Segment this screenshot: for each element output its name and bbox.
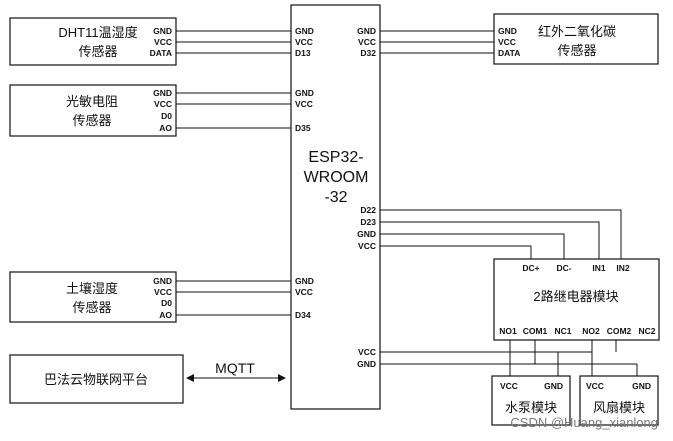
- chip-pin-vcc: VCC: [295, 37, 313, 47]
- relay-pin-in2: IN2: [616, 263, 630, 273]
- relay-pin-com2: COM2: [607, 326, 632, 336]
- chip-pin-d22: D22: [360, 205, 376, 215]
- soil-sensor-pin-vcc: VCC: [154, 287, 172, 297]
- light-sensor-module: 光敏电阻 传感器 GND VCC D0 AO: [9, 84, 177, 137]
- soil-sensor-module: 土壤湿度 传感器 GND VCC D0 AO: [9, 271, 177, 323]
- co2-sensor-pin-gnd: GND: [498, 26, 517, 36]
- fan-pin-vcc: VCC: [586, 381, 604, 391]
- fan-pin-gnd: GND: [632, 381, 651, 391]
- dht11-sensor-module: DHT11温湿度 传感器 GND VCC DATA: [9, 17, 177, 66]
- chip-pin-gnd: GND: [357, 359, 376, 369]
- light-sensor-box: [9, 84, 177, 137]
- soil-sensor-box: [9, 271, 177, 323]
- relay-pin-no1: NO1: [499, 326, 517, 336]
- chip-pin-vcc: VCC: [358, 347, 376, 357]
- soil-sensor-pin-ao: AO: [159, 310, 172, 320]
- co2-sensor-pin-vcc: VCC: [498, 37, 516, 47]
- chip-pin-vcc: VCC: [295, 287, 313, 297]
- light-sensor-label-line2: 传感器: [72, 113, 111, 128]
- wires: [176, 30, 638, 382]
- chip-pin-d32: D32: [360, 48, 376, 58]
- co2-sensor-box: [493, 13, 659, 65]
- chip-pin-gnd: GND: [357, 229, 376, 239]
- soil-sensor-pin-d0: D0: [161, 298, 172, 308]
- light-sensor-pin-ao: AO: [159, 123, 172, 133]
- cloud-platform-box: [9, 354, 184, 404]
- light-sensor-pin-vcc: VCC: [154, 99, 172, 109]
- chip-pin-d13: D13: [295, 48, 311, 58]
- dht11-pin-gnd: GND: [153, 26, 172, 36]
- fan-box: [579, 375, 659, 426]
- wire-relay-dcplus: [380, 245, 532, 259]
- pump-module: VCC GND 水泵模块: [491, 375, 571, 426]
- watermark: CSDN @Huang_xianlong: [510, 415, 658, 430]
- chip-pin-vcc: VCC: [358, 37, 376, 47]
- esp32-module: ESP32- WROOM -32 GND VCC D13 GND VCC D35…: [290, 4, 381, 410]
- mqtt-label: MQTT: [215, 360, 255, 376]
- relay-label: 2路继电器模块: [533, 289, 618, 304]
- esp32-body: [290, 4, 381, 410]
- fan-module: VCC GND 风扇模块: [579, 375, 659, 426]
- relay-module: DC+ DC- IN1 IN2 2路继电器模块 NO1 COM1 NC1 NO2…: [493, 258, 660, 341]
- light-sensor-pin-d0: D0: [161, 111, 172, 121]
- esp32-label-line3: -32: [324, 189, 347, 206]
- fan-label: 风扇模块: [593, 400, 645, 415]
- relay-box: [493, 258, 660, 341]
- esp32-label-line2: WROOM: [304, 169, 369, 186]
- dht11-pin-vcc: VCC: [154, 37, 172, 47]
- cloud-platform-label: 巴法云物联网平台: [44, 372, 148, 387]
- co2-sensor-module: GND VCC DATA 红外二氧化碳 传感器: [493, 13, 659, 65]
- wire-relay-dcminus: [380, 233, 565, 259]
- chip-pin-vcc: VCC: [295, 99, 313, 109]
- chip-pin-gnd: GND: [295, 276, 314, 286]
- pump-pin-gnd: GND: [544, 381, 563, 391]
- pump-label: 水泵模块: [505, 400, 557, 415]
- light-sensor-label-line1: 光敏电阻: [66, 94, 118, 109]
- co2-sensor-pin-data: DATA: [498, 48, 520, 58]
- co2-sensor-label-line2: 传感器: [557, 43, 596, 58]
- chip-pin-gnd: GND: [357, 26, 376, 36]
- relay-pin-dcminus: DC-: [556, 263, 571, 273]
- relay-pin-no2: NO2: [582, 326, 600, 336]
- wire-relay-in2: [380, 209, 622, 259]
- dht11-pin-data: DATA: [150, 48, 172, 58]
- dht11-label-line1: DHT11温湿度: [58, 25, 137, 40]
- relay-pin-in1: IN1: [592, 263, 606, 273]
- pump-pin-vcc: VCC: [500, 381, 518, 391]
- dht11-label-line2: 传感器: [78, 44, 117, 59]
- relay-pin-dcplus: DC+: [522, 263, 539, 273]
- relay-pin-nc1: NC1: [554, 326, 571, 336]
- soil-sensor-label-line1: 土壤湿度: [66, 281, 118, 296]
- light-sensor-pin-gnd: GND: [153, 88, 172, 98]
- chip-pin-gnd: GND: [295, 26, 314, 36]
- soil-sensor-pin-gnd: GND: [153, 276, 172, 286]
- chip-pin-d35: D35: [295, 123, 311, 133]
- esp32-label-line1: ESP32-: [308, 149, 363, 166]
- relay-pin-com1: COM1: [523, 326, 548, 336]
- pump-box: [491, 375, 571, 426]
- co2-sensor-label-line1: 红外二氧化碳: [538, 24, 616, 39]
- soil-sensor-label-line2: 传感器: [72, 300, 111, 315]
- cloud-platform: 巴法云物联网平台 MQTT: [9, 354, 255, 404]
- chip-pin-vcc: VCC: [358, 241, 376, 251]
- relay-pin-nc2: NC2: [638, 326, 655, 336]
- chip-pin-d23: D23: [360, 217, 376, 227]
- chip-pin-d34: D34: [295, 310, 311, 320]
- dht11-box: [9, 17, 177, 66]
- wire-relay-in1: [380, 221, 600, 259]
- chip-pin-gnd: GND: [295, 88, 314, 98]
